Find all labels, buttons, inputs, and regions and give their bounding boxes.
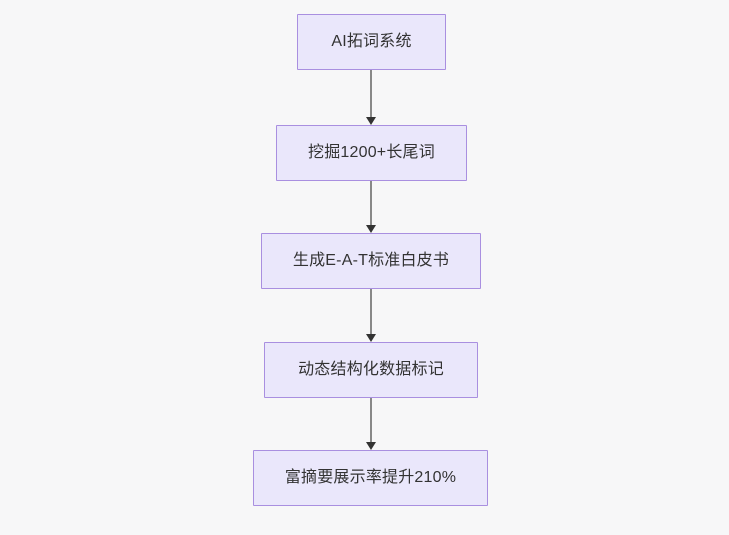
flow-node-generate-eat-whitepaper[interactable]: 生成E-A-T标准白皮书	[261, 233, 481, 289]
flow-node-dynamic-structured-data[interactable]: 动态结构化数据标记	[264, 342, 478, 398]
flow-node-label: 动态结构化数据标记	[298, 361, 444, 378]
arrowhead-down-icon	[365, 334, 376, 342]
edge-line	[370, 70, 372, 117]
flow-node-label: 富摘要展示率提升210%	[284, 469, 457, 486]
arrowhead-down-icon	[365, 442, 376, 450]
flow-node-mine-longtail-keywords[interactable]: 挖掘1200+长尾词	[276, 125, 467, 181]
flow-node-ai-keyword-system[interactable]: AI拓词系统	[297, 14, 446, 70]
edge-line	[370, 181, 372, 225]
edge-line	[370, 289, 372, 334]
flow-node-rich-snippet-uplift[interactable]: 富摘要展示率提升210%	[253, 450, 488, 506]
arrowhead-down-icon	[365, 117, 376, 125]
flow-node-label: 生成E-A-T标准白皮书	[292, 252, 450, 269]
flow-node-label: 挖掘1200+长尾词	[308, 144, 435, 161]
arrowhead-down-icon	[365, 225, 376, 233]
flow-node-label: AI拓词系统	[331, 33, 412, 50]
edge-line	[370, 398, 372, 442]
